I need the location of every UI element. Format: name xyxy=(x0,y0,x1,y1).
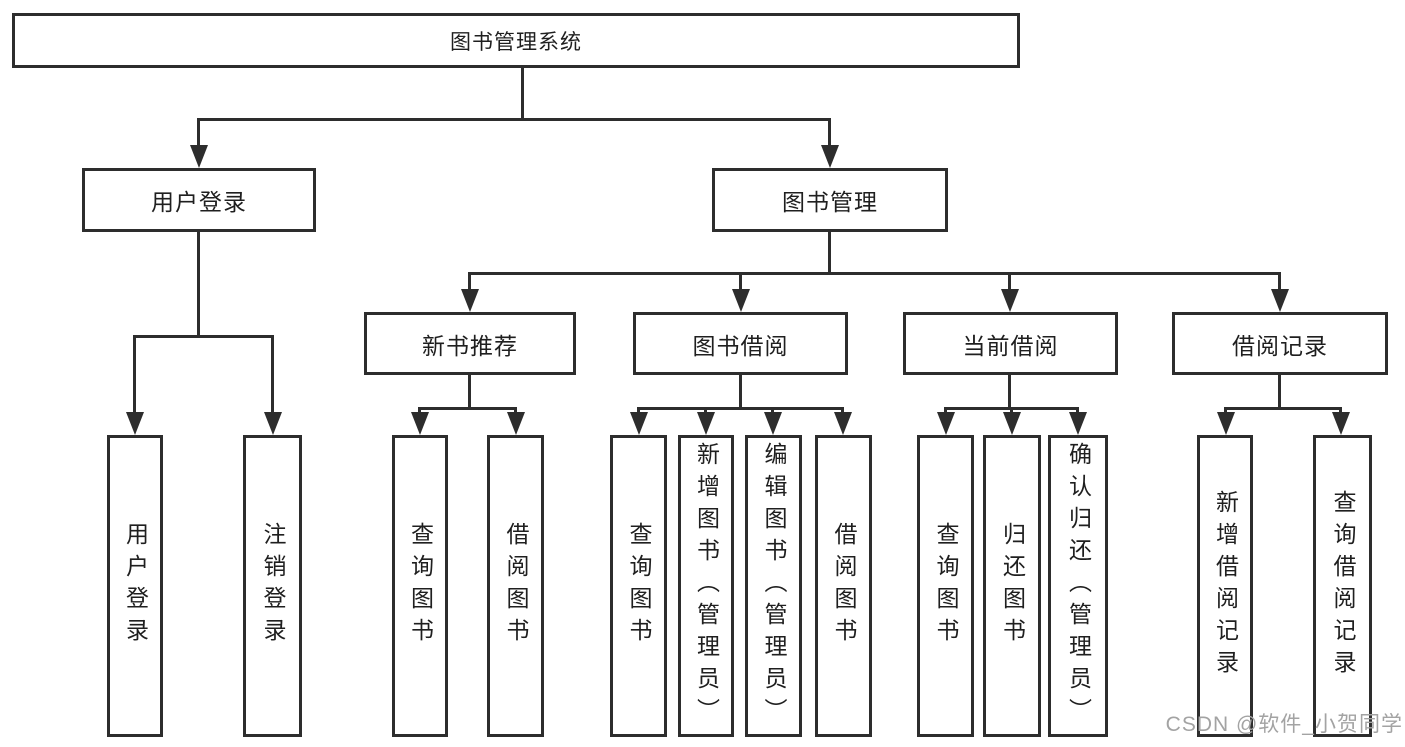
arrow-down-icon xyxy=(1217,412,1235,435)
connector-line xyxy=(468,272,471,290)
arrow-down-icon xyxy=(264,412,282,435)
connector-line xyxy=(1278,272,1281,290)
connector-line xyxy=(418,407,517,410)
arrow-down-icon xyxy=(630,412,648,435)
connector-line xyxy=(1339,407,1342,415)
leaf-query-books-3: 查询图书 xyxy=(917,435,974,737)
leaf-query-books-3-label: 查询图书 xyxy=(933,522,959,650)
connector-line xyxy=(468,375,471,410)
arrow-down-icon xyxy=(126,412,144,435)
connector-line xyxy=(133,335,136,415)
leaf-logout: 注销登录 xyxy=(243,435,302,737)
leaf-edit-book-admin-label: 编辑图书（管理员） xyxy=(761,442,787,730)
node-book-management-label: 图书管理 xyxy=(782,189,878,215)
connector-line xyxy=(771,407,774,415)
arrow-down-icon xyxy=(1332,412,1350,435)
connector-line xyxy=(1224,407,1342,410)
connector-line xyxy=(521,68,524,120)
leaf-logout-label: 注销登录 xyxy=(260,522,286,650)
arrow-down-icon xyxy=(507,412,525,435)
watermark: CSDN @软件_小贺同学 xyxy=(1165,713,1403,736)
leaf-user-login: 用户登录 xyxy=(107,435,163,737)
connector-line xyxy=(704,407,707,415)
node-current-borrow-label: 当前借阅 xyxy=(962,332,1059,359)
leaf-query-borrow-record-label: 查询借阅记录 xyxy=(1330,490,1356,682)
connector-line xyxy=(841,407,844,415)
leaf-add-borrow-record: 新增借阅记录 xyxy=(1197,435,1253,737)
node-current-borrow: 当前借阅 xyxy=(903,312,1118,375)
connector-line xyxy=(133,335,274,338)
leaf-query-books-2: 查询图书 xyxy=(610,435,667,737)
leaf-borrow-books-1: 借阅图书 xyxy=(487,435,544,737)
connector-line xyxy=(637,407,844,410)
connector-line xyxy=(828,118,831,148)
leaf-borrow-books-2: 借阅图书 xyxy=(815,435,872,737)
connector-line xyxy=(1010,407,1013,415)
leaf-add-borrow-record-label: 新增借阅记录 xyxy=(1212,490,1239,682)
node-borrow-records-label: 借阅记录 xyxy=(1232,332,1328,359)
connector-line xyxy=(418,407,421,415)
arrow-down-icon xyxy=(732,289,750,312)
leaf-query-borrow-record: 查询借阅记录 xyxy=(1313,435,1372,737)
connector-line xyxy=(468,272,1281,275)
connector-line xyxy=(1278,375,1281,410)
arrow-down-icon xyxy=(1069,412,1087,435)
arrow-down-icon xyxy=(1003,412,1021,435)
node-root-system: 图书管理系统 xyxy=(12,13,1020,68)
leaf-return-book-label: 归还图书 xyxy=(999,522,1026,650)
leaf-return-book: 归还图书 xyxy=(983,435,1041,737)
node-user-login-label: 用户登录 xyxy=(151,189,247,215)
arrow-down-icon xyxy=(834,412,852,435)
node-book-borrow: 图书借阅 xyxy=(633,312,848,375)
connector-line xyxy=(1076,407,1079,415)
connector-line xyxy=(637,407,640,415)
connector-line xyxy=(1008,375,1011,410)
node-book-management: 图书管理 xyxy=(712,168,948,232)
node-new-book-recommend-label: 新书推荐 xyxy=(422,332,518,359)
leaf-confirm-return-admin: 确认归还（管理员） xyxy=(1048,435,1108,737)
leaf-query-books-2-label: 查询图书 xyxy=(626,522,652,650)
connector-line xyxy=(197,118,200,148)
leaf-edit-book-admin: 编辑图书（管理员） xyxy=(745,435,802,737)
arrow-down-icon xyxy=(937,412,955,435)
node-new-book-recommend: 新书推荐 xyxy=(364,312,576,375)
connector-line xyxy=(1008,272,1011,290)
connector-line xyxy=(271,335,274,415)
leaf-confirm-return-admin-label: 确认归还（管理员） xyxy=(1065,442,1092,730)
leaf-add-book-admin: 新增图书（管理员） xyxy=(678,435,734,737)
node-root-label: 图书管理系统 xyxy=(450,30,582,54)
arrow-down-icon xyxy=(1271,289,1289,312)
arrow-down-icon xyxy=(190,145,208,168)
connector-line xyxy=(739,272,742,290)
leaf-borrow-books-2-label: 借阅图书 xyxy=(831,522,857,650)
arrow-down-icon xyxy=(411,412,429,435)
arrow-down-icon xyxy=(821,145,839,168)
node-borrow-records: 借阅记录 xyxy=(1172,312,1388,375)
node-book-borrow-label: 图书借阅 xyxy=(692,332,789,359)
connector-line xyxy=(828,232,831,275)
arrow-down-icon xyxy=(1001,289,1019,312)
node-user-login: 用户登录 xyxy=(82,168,316,232)
leaf-query-books-1: 查询图书 xyxy=(392,435,448,737)
connector-line xyxy=(944,407,947,415)
connector-line xyxy=(739,375,742,410)
connector-line xyxy=(197,118,831,121)
leaf-add-book-admin-label: 新增图书（管理员） xyxy=(693,442,720,730)
connector-line xyxy=(197,232,200,338)
leaf-user-login-label: 用户登录 xyxy=(122,522,149,650)
arrow-down-icon xyxy=(764,412,782,435)
leaf-borrow-books-1-label: 借阅图书 xyxy=(503,522,529,650)
leaf-query-books-1-label: 查询图书 xyxy=(407,522,434,650)
arrow-down-icon xyxy=(697,412,715,435)
arrow-down-icon xyxy=(461,289,479,312)
connector-line xyxy=(1224,407,1227,415)
connector-line xyxy=(514,407,517,415)
